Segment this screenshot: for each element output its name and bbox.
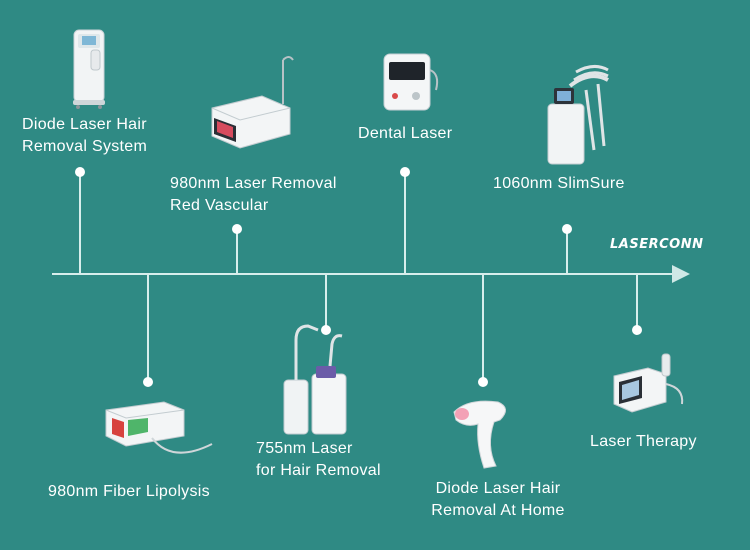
branch-slimsure bbox=[562, 224, 572, 274]
therapy-device-image bbox=[613, 353, 684, 413]
fiber-lipolysis-device-image bbox=[105, 401, 213, 454]
branch-980-vascular bbox=[232, 224, 242, 274]
branch-therapy bbox=[632, 274, 642, 335]
diode-system-device-image bbox=[73, 29, 105, 109]
branch-diode-hair-system bbox=[75, 167, 85, 274]
brand-logo: LASERCONN bbox=[610, 237, 704, 252]
branch-home bbox=[478, 274, 488, 387]
item-label-therapy: Laser Therapy bbox=[590, 433, 697, 450]
branch-fiber-lipolysis bbox=[143, 274, 153, 387]
dental-device-image bbox=[383, 53, 439, 111]
alexandrite-device-image bbox=[283, 324, 347, 435]
vascular-device-image bbox=[211, 56, 294, 149]
slimsure-device-image bbox=[547, 65, 609, 165]
item-label-fiber-lipolysis: 980nm Fiber Lipolysis bbox=[48, 483, 210, 500]
home-device-image bbox=[453, 400, 506, 469]
branch-dental bbox=[400, 167, 410, 274]
item-label-slimsure: 1060nm SlimSure bbox=[493, 175, 625, 192]
branch-755 bbox=[321, 274, 331, 335]
timeline-arrow-head bbox=[672, 265, 690, 283]
item-label-dental: Dental Laser bbox=[358, 125, 453, 142]
